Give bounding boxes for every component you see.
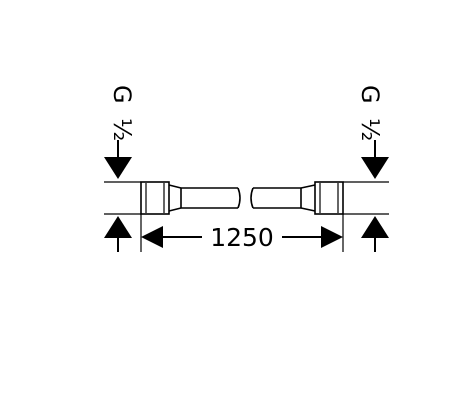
left-diameter-dimension — [104, 140, 141, 252]
right-thread-label: G ½ — [356, 85, 384, 141]
length-dimension — [140, 214, 344, 252]
left-thread-size: ½ — [108, 118, 136, 141]
left-thread-letter: G — [108, 85, 136, 104]
right-diameter-dimension — [343, 140, 389, 252]
length-right-arrow — [321, 226, 343, 248]
right-up-arrow — [361, 216, 389, 238]
left-down-arrow — [104, 157, 132, 179]
right-down-arrow — [361, 157, 389, 179]
length-label: 1250 — [210, 223, 274, 252]
right-connector — [300, 181, 344, 215]
left-up-arrow — [104, 216, 132, 238]
length-left-arrow — [141, 226, 163, 248]
hose-body — [181, 187, 301, 209]
right-thread-size: ½ — [356, 118, 384, 141]
left-thread-label: G ½ — [108, 85, 136, 141]
right-thread-letter: G — [356, 85, 384, 104]
left-connector — [140, 181, 182, 215]
